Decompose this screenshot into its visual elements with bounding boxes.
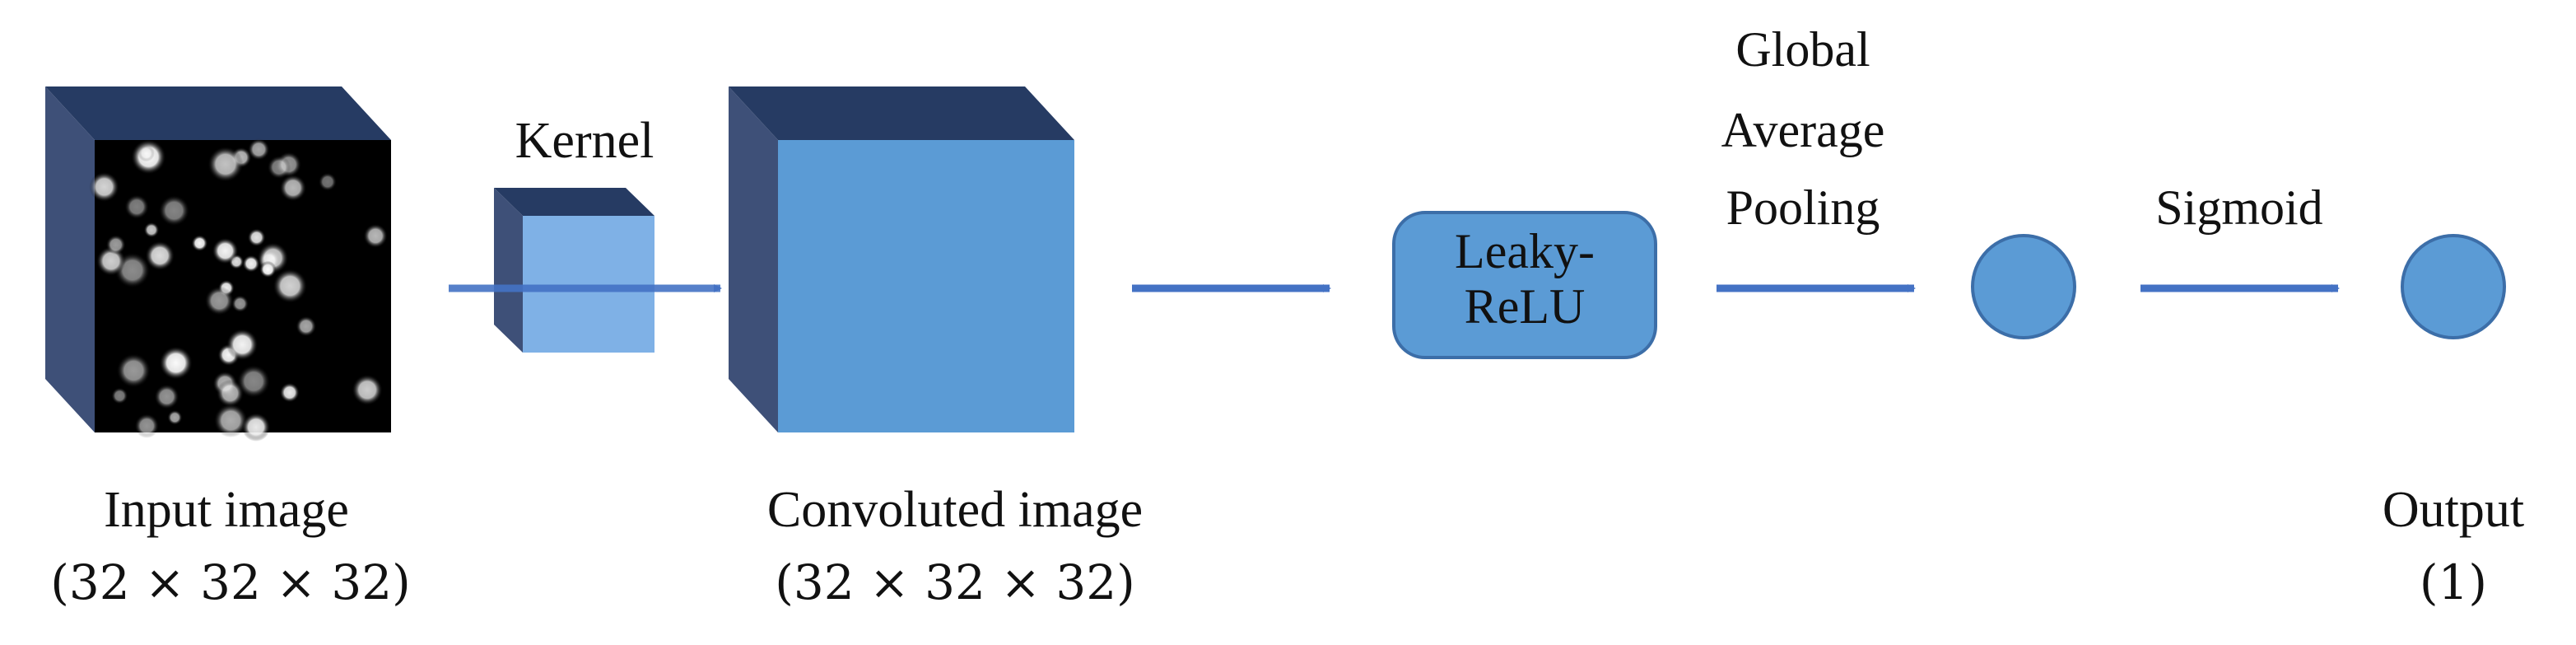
speckle [241, 413, 271, 442]
speckle [273, 269, 308, 303]
speckle [145, 241, 175, 271]
speckle [134, 414, 160, 438]
input-image-dims: (32 × 32 × 32) [50, 554, 411, 610]
speckle [296, 315, 317, 337]
pooling-label-line3: Pooling [1726, 180, 1880, 235]
conv-cube-side-face [729, 86, 778, 432]
convoluted-image-label: Convoluted image [766, 482, 1144, 538]
speckle [154, 384, 179, 409]
input-image-label: Input image [104, 482, 349, 538]
input-cube-side-face [45, 86, 95, 432]
speckle [352, 374, 383, 405]
speckle [216, 379, 245, 407]
convoluted-image-dims: (32 × 32 × 32) [775, 554, 1135, 610]
input-cube-top-face [45, 86, 391, 140]
speckle [231, 295, 249, 313]
speckle [267, 155, 291, 180]
speckle [318, 172, 337, 191]
speckle [213, 404, 248, 437]
leaky-relu-line1: Leaky- [1455, 224, 1595, 278]
pooling-label-line1: Global [1735, 22, 1870, 77]
input-image-cube [45, 86, 391, 442]
speckle [248, 138, 270, 161]
kernel-front-face [523, 216, 654, 353]
conv-cube-front-face [778, 140, 1074, 432]
leaky-relu-box [1392, 211, 1657, 359]
speckle [226, 329, 259, 361]
kernel-label: Kernel [515, 113, 654, 169]
pooling-label-line2: Average [1721, 103, 1885, 157]
speckle [247, 228, 266, 247]
speckle [363, 223, 388, 249]
kernel-side-face [494, 188, 523, 353]
speckle [116, 353, 151, 388]
speckle [212, 237, 239, 264]
conv-cube-top-face [729, 86, 1074, 140]
speckle [242, 255, 260, 273]
speckle [204, 286, 235, 315]
speckle [279, 174, 307, 202]
speckle [89, 171, 119, 203]
speckle [191, 235, 208, 252]
output-dims: (1) [2419, 554, 2488, 610]
speckle [237, 364, 271, 398]
speckle [167, 409, 183, 425]
speckle [159, 346, 193, 380]
output-node [2401, 234, 2506, 339]
speckle [207, 146, 244, 182]
kernel-top-face [494, 188, 654, 216]
speckle [111, 387, 128, 404]
convoluted-image-cube [729, 86, 1074, 432]
leaky-relu-line2: ReLU [1464, 279, 1586, 334]
speckle [158, 194, 190, 227]
leaky-relu-label: Leaky- ReLU [1394, 224, 1656, 334]
speckle [137, 145, 155, 162]
input-image-speckles [89, 138, 388, 442]
output-label: Output [2382, 482, 2525, 538]
kernel-cube [494, 188, 654, 353]
speckle [279, 382, 300, 403]
speckle [259, 260, 277, 278]
speckle [124, 194, 150, 219]
speckle [143, 222, 160, 238]
sigmoid-label: Sigmoid [2155, 180, 2323, 235]
pooled-node [1971, 234, 2076, 339]
speckle [105, 235, 126, 255]
